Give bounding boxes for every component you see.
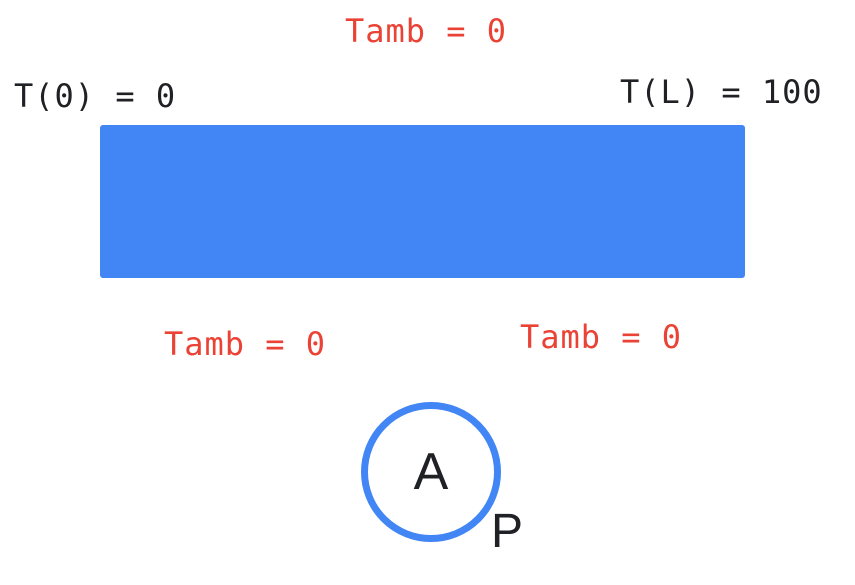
rod-rectangle	[100, 125, 745, 278]
point-p-label: P	[491, 505, 524, 558]
node-a-circle: A	[361, 402, 501, 542]
ambient-temp-bottom-right-label: Tamb = 0	[519, 318, 683, 356]
boundary-temp-left-label: T(0) = 0	[14, 77, 177, 115]
ambient-temp-top-label: Tamb = 0	[344, 12, 508, 50]
node-a-label: A	[413, 443, 449, 501]
ambient-temp-bottom-left-label: Tamb = 0	[163, 325, 327, 363]
boundary-temp-right-label: T(L) = 100	[620, 73, 823, 111]
